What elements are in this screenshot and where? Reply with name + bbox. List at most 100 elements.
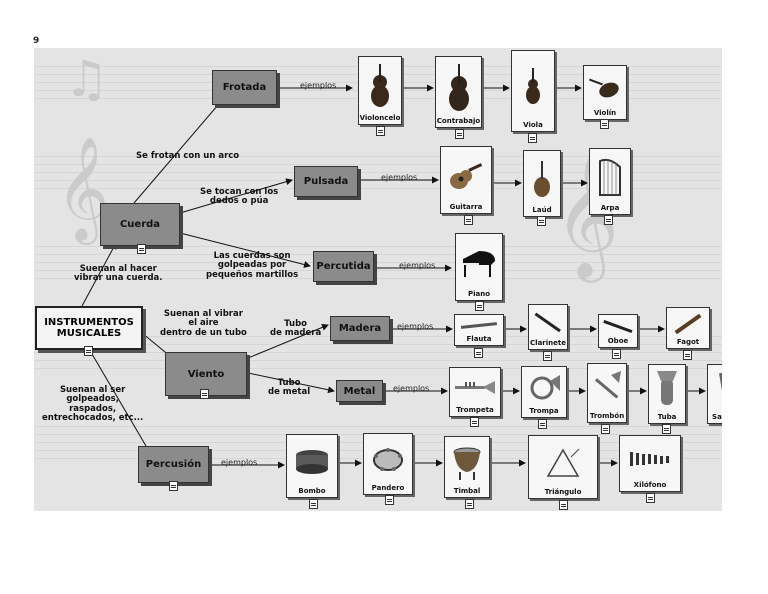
node-metal[interactable]: Metal bbox=[336, 380, 383, 402]
card-label: Trompeta bbox=[456, 406, 494, 414]
triangle-icon bbox=[546, 447, 580, 477]
document-icon[interactable] bbox=[528, 133, 537, 143]
card-tuba[interactable]: Tuba bbox=[648, 364, 686, 424]
examples-label: ejemplos bbox=[381, 173, 418, 182]
document-icon[interactable] bbox=[385, 495, 394, 505]
card-trompa[interactable]: Trompa bbox=[521, 366, 567, 418]
tuba-icon bbox=[657, 370, 677, 405]
card-violonchelo[interactable]: Violoncelo bbox=[358, 56, 402, 125]
document-icon[interactable] bbox=[470, 417, 479, 427]
document-icon[interactable] bbox=[646, 493, 655, 503]
card-piano[interactable]: Piano bbox=[455, 233, 503, 301]
node-pulsada[interactable]: Pulsada bbox=[294, 166, 358, 197]
viola-icon bbox=[526, 67, 540, 104]
node-cuerda-label: Cuerda bbox=[119, 219, 161, 230]
card-trombon[interactable]: Trombón bbox=[587, 363, 627, 423]
node-percutida-label: Percutida bbox=[316, 261, 371, 272]
document-icon[interactable] bbox=[376, 126, 385, 136]
node-percusion[interactable]: Percusión bbox=[138, 446, 209, 483]
node-percutida[interactable]: Percutida bbox=[313, 251, 374, 282]
document-icon[interactable] bbox=[464, 215, 473, 225]
node-viento[interactable]: Viento bbox=[165, 352, 247, 396]
document-icon[interactable] bbox=[683, 350, 692, 360]
document-icon[interactable] bbox=[537, 216, 546, 226]
document-icon[interactable] bbox=[137, 244, 146, 254]
card-label: Piano bbox=[467, 290, 491, 298]
card-timbal[interactable]: Timbal bbox=[444, 436, 490, 498]
document-icon[interactable] bbox=[465, 499, 474, 509]
card-fagot[interactable]: Fagot bbox=[666, 307, 710, 349]
card-clarinete[interactable]: Clarinete bbox=[528, 304, 568, 350]
document-icon[interactable] bbox=[543, 351, 552, 361]
card-label: Viola bbox=[523, 121, 543, 129]
card-label: Guitarra bbox=[449, 203, 483, 211]
card-label: Triángulo bbox=[544, 488, 582, 496]
card-label: Saxofón bbox=[712, 413, 722, 421]
card-violin[interactable]: Violín bbox=[583, 65, 627, 120]
document-icon[interactable] bbox=[309, 499, 318, 509]
concept-map: 𝄞 𝄞 ♫ bbox=[34, 48, 722, 511]
guitar-icon bbox=[450, 162, 483, 189]
document-icon[interactable] bbox=[662, 424, 671, 434]
document-icon[interactable] bbox=[600, 119, 609, 129]
card-label: Violoncelo bbox=[359, 114, 401, 122]
trumpet-icon bbox=[455, 380, 495, 394]
card-saxofon[interactable]: Saxofón bbox=[707, 364, 722, 424]
node-cuerda[interactable]: Cuerda bbox=[100, 203, 180, 246]
document-icon[interactable] bbox=[559, 500, 568, 510]
root-line-1: INSTRUMENTOS bbox=[44, 316, 134, 328]
card-label: Contrabajo bbox=[436, 117, 481, 125]
document-icon[interactable] bbox=[604, 215, 613, 225]
document-icon[interactable] bbox=[200, 389, 209, 399]
trombone-icon bbox=[594, 370, 621, 399]
node-frotada[interactable]: Frotada bbox=[212, 70, 277, 105]
node-madera[interactable]: Madera bbox=[330, 316, 390, 341]
document-icon[interactable] bbox=[169, 481, 178, 491]
root-node[interactable]: INSTRUMENTOS MUSICALES bbox=[35, 306, 143, 350]
document-icon[interactable] bbox=[474, 348, 483, 358]
link-label-frotada: Se frotan con un arco bbox=[136, 151, 240, 161]
card-flauta[interactable]: Flauta bbox=[454, 314, 504, 346]
bass-drum-icon bbox=[296, 449, 328, 474]
card-viola[interactable]: Viola bbox=[511, 50, 555, 132]
card-label: Laúd bbox=[532, 206, 552, 214]
root-line-2: MUSICALES bbox=[56, 328, 122, 339]
card-xilofono[interactable]: Xilófono bbox=[619, 435, 681, 492]
staff-lines bbox=[34, 246, 722, 280]
examples-label: ejemplos bbox=[221, 458, 258, 467]
card-oboe[interactable]: Oboe bbox=[598, 314, 638, 348]
card-label: Arpa bbox=[600, 204, 620, 212]
card-triangulo[interactable]: Triángulo bbox=[528, 435, 598, 499]
card-label: Violín bbox=[593, 109, 617, 117]
card-label: Fagot bbox=[676, 338, 700, 346]
card-guitarra[interactable]: Guitarra bbox=[440, 146, 492, 214]
card-arpa[interactable]: Arpa bbox=[589, 148, 631, 215]
card-contrabajo[interactable]: Contrabajo bbox=[435, 56, 482, 128]
card-pandero[interactable]: Pandero bbox=[363, 433, 413, 495]
card-label: Trompa bbox=[529, 407, 559, 415]
card-bombo[interactable]: Bombo bbox=[286, 434, 338, 498]
piano-icon bbox=[463, 250, 495, 277]
oboe-icon bbox=[603, 319, 633, 333]
document-icon[interactable] bbox=[538, 419, 547, 429]
card-label: Oboe bbox=[607, 337, 629, 345]
document-icon[interactable] bbox=[612, 349, 621, 359]
card-label: Bombo bbox=[298, 487, 326, 495]
tambourine-icon bbox=[373, 447, 403, 471]
document-icon[interactable] bbox=[455, 129, 464, 139]
card-trompeta[interactable]: Trompeta bbox=[449, 367, 501, 417]
document-icon[interactable] bbox=[84, 346, 93, 356]
examples-label: ejemplos bbox=[300, 81, 337, 90]
card-label: Timbal bbox=[453, 487, 481, 495]
document-icon[interactable] bbox=[601, 424, 610, 434]
connector-lines bbox=[81, 84, 706, 469]
card-laud[interactable]: Laúd bbox=[523, 150, 561, 217]
card-label: Flauta bbox=[466, 335, 492, 343]
document-icon[interactable] bbox=[475, 301, 484, 311]
flute-icon bbox=[460, 321, 498, 329]
